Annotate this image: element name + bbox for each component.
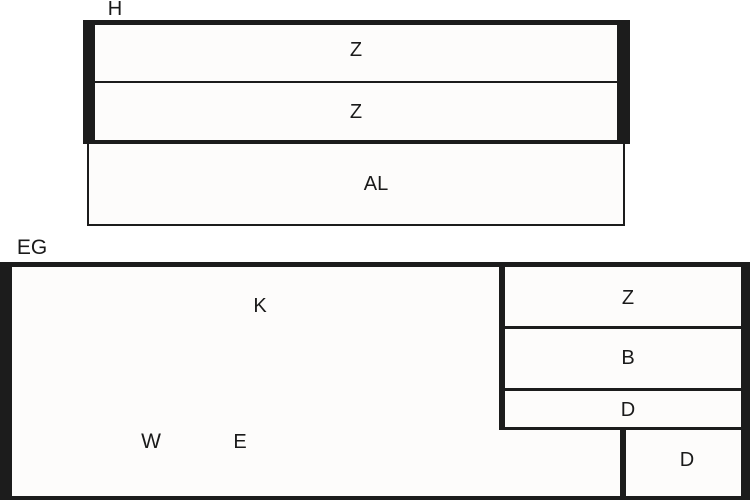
main-label-k: K [253, 295, 267, 317]
top-cell-1-label: Z [349, 39, 363, 61]
top-cell-2-label: Z [349, 101, 363, 123]
bottom-outer-box [0, 262, 750, 500]
base-box [87, 144, 625, 226]
base-label: AL [363, 173, 389, 195]
right-cell-z-label: Z [621, 287, 635, 309]
top-group-title: H [107, 0, 123, 20]
corner-cell-label: D [679, 449, 695, 471]
top-stack-divider [95, 81, 617, 83]
right-row-divider-3 [499, 427, 741, 430]
right-row-divider-2 [505, 388, 741, 391]
right-cell-b-label: B [621, 347, 635, 369]
bottom-group-title: EG [16, 236, 48, 259]
corner-cell-divider [620, 430, 626, 500]
right-row-divider-1 [505, 326, 741, 329]
right-column-divider [499, 267, 505, 430]
main-label-e: E [233, 431, 247, 453]
main-label-w: W [141, 430, 161, 453]
right-cell-d-label: D [620, 399, 636, 421]
